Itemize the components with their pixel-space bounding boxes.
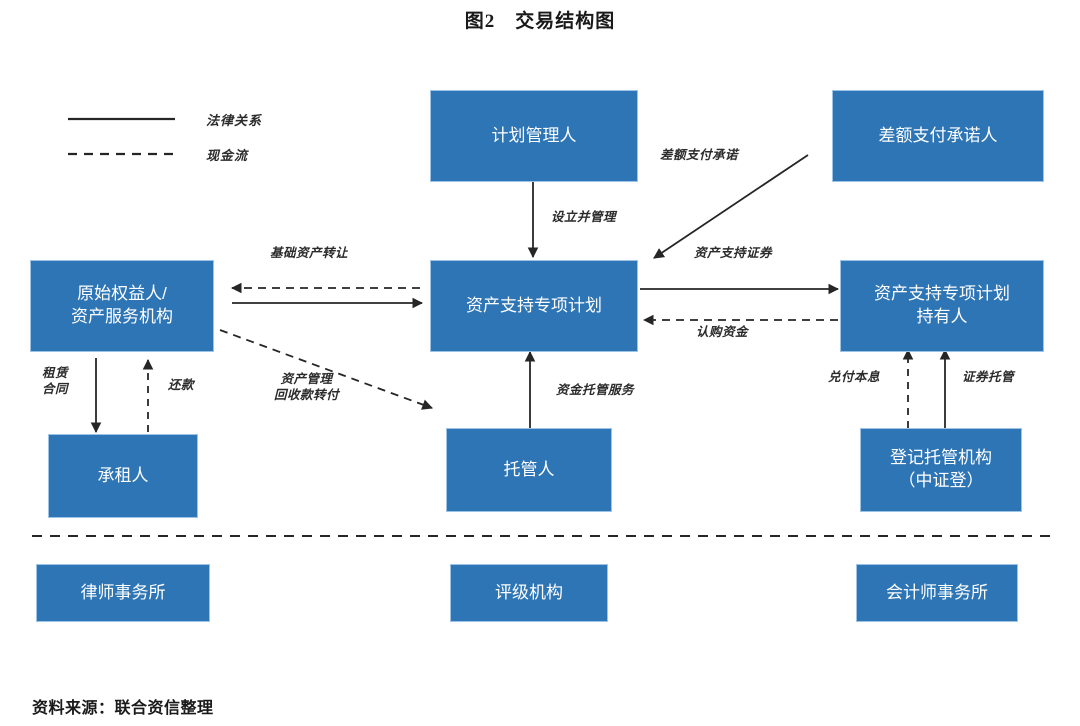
legend-label-cashflow: 现金流: [206, 148, 249, 163]
source-note: 资料来源：联合资信整理: [32, 700, 214, 717]
edge-label-lease: 租赁 合同: [42, 366, 69, 396]
edge-label-recovery: 资产管理 回收款转付: [274, 372, 340, 402]
edge-label-asset-transfer: 基础资产转让: [270, 246, 349, 260]
node-rating-agency[interactable]: 评级机构: [450, 564, 608, 622]
edge-recovery-line: [219, 329, 434, 410]
node-law-firm[interactable]: 律师事务所: [36, 564, 210, 622]
edge-diff-promise-line: [653, 154, 809, 259]
edge-label-repayment: 还款: [168, 378, 195, 392]
node-registry[interactable]: 登记托管机构 （中证登）: [860, 428, 1022, 512]
node-abs-plan[interactable]: 资产支持专项计划: [430, 260, 638, 352]
edge-label-diff-promise: 差额支付承诺: [660, 148, 739, 162]
node-originator[interactable]: 原始权益人/ 资产服务机构: [30, 260, 214, 352]
edge-label-principal: 兑付本息: [828, 370, 881, 384]
node-lessee[interactable]: 承租人: [48, 434, 198, 518]
edge-label-fund-custody: 资金托管服务: [556, 383, 635, 397]
node-abs-holder[interactable]: 资产支持专项计划 持有人: [840, 260, 1044, 352]
page-title: 图2 交易结构图: [464, 11, 616, 32]
node-custodian[interactable]: 托管人: [446, 428, 612, 512]
node-accounting-firm[interactable]: 会计师事务所: [856, 564, 1018, 622]
legend-label-legal: 法律关系: [206, 113, 263, 128]
node-difference-payer[interactable]: 差额支付承诺人: [832, 90, 1044, 182]
node-plan-manager[interactable]: 计划管理人: [430, 90, 638, 182]
edge-label-setup: 设立并管理: [551, 210, 617, 224]
edge-label-security-trust: 证券托管: [962, 370, 1015, 384]
edge-label-subscription: 认购资金: [696, 325, 749, 339]
edge-label-abs-security: 资产支持证券: [694, 246, 773, 260]
